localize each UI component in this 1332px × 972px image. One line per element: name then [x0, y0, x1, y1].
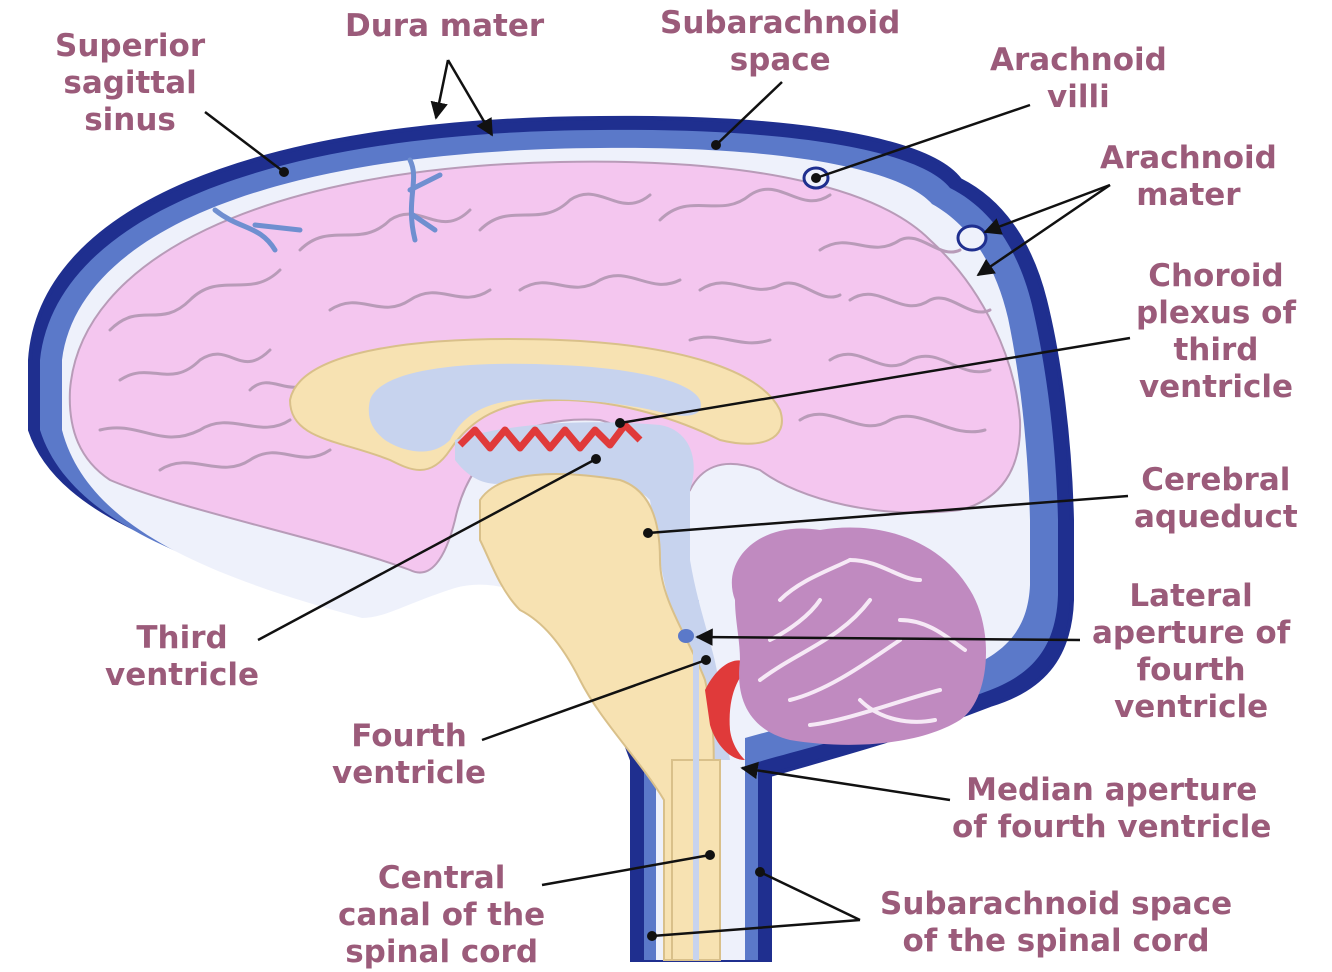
label-subarachnoid-spinal: Subarachnoid space of the spinal cord	[880, 886, 1232, 960]
label-median-aperture: Median aperture of fourth ventricle	[952, 772, 1271, 846]
label-choroid-plexus: Choroid plexus of third ventricle	[1136, 258, 1296, 406]
label-dura-mater: Dura mater	[345, 8, 544, 45]
label-central-canal: Central canal of the spinal cord	[338, 860, 545, 971]
label-superior-sagittal-sinus: Superior sagittal sinus	[55, 28, 205, 139]
label-cerebral-aqueduct: Cerebral aqueduct	[1134, 462, 1298, 536]
arachnoid-granulation	[958, 226, 986, 250]
label-third-ventricle: Third ventricle	[105, 620, 259, 694]
label-fourth-ventricle: Fourth ventricle	[332, 718, 486, 792]
lateral-aperture-dot	[678, 629, 694, 643]
label-subarachnoid-space: Subarachnoid space	[660, 5, 900, 79]
label-lateral-aperture: Lateral aperture of fourth ventricle	[1092, 578, 1290, 726]
label-arachnoid-villi: Arachnoid villi	[990, 42, 1167, 116]
label-arachnoid-mater: Arachnoid mater	[1100, 140, 1277, 214]
